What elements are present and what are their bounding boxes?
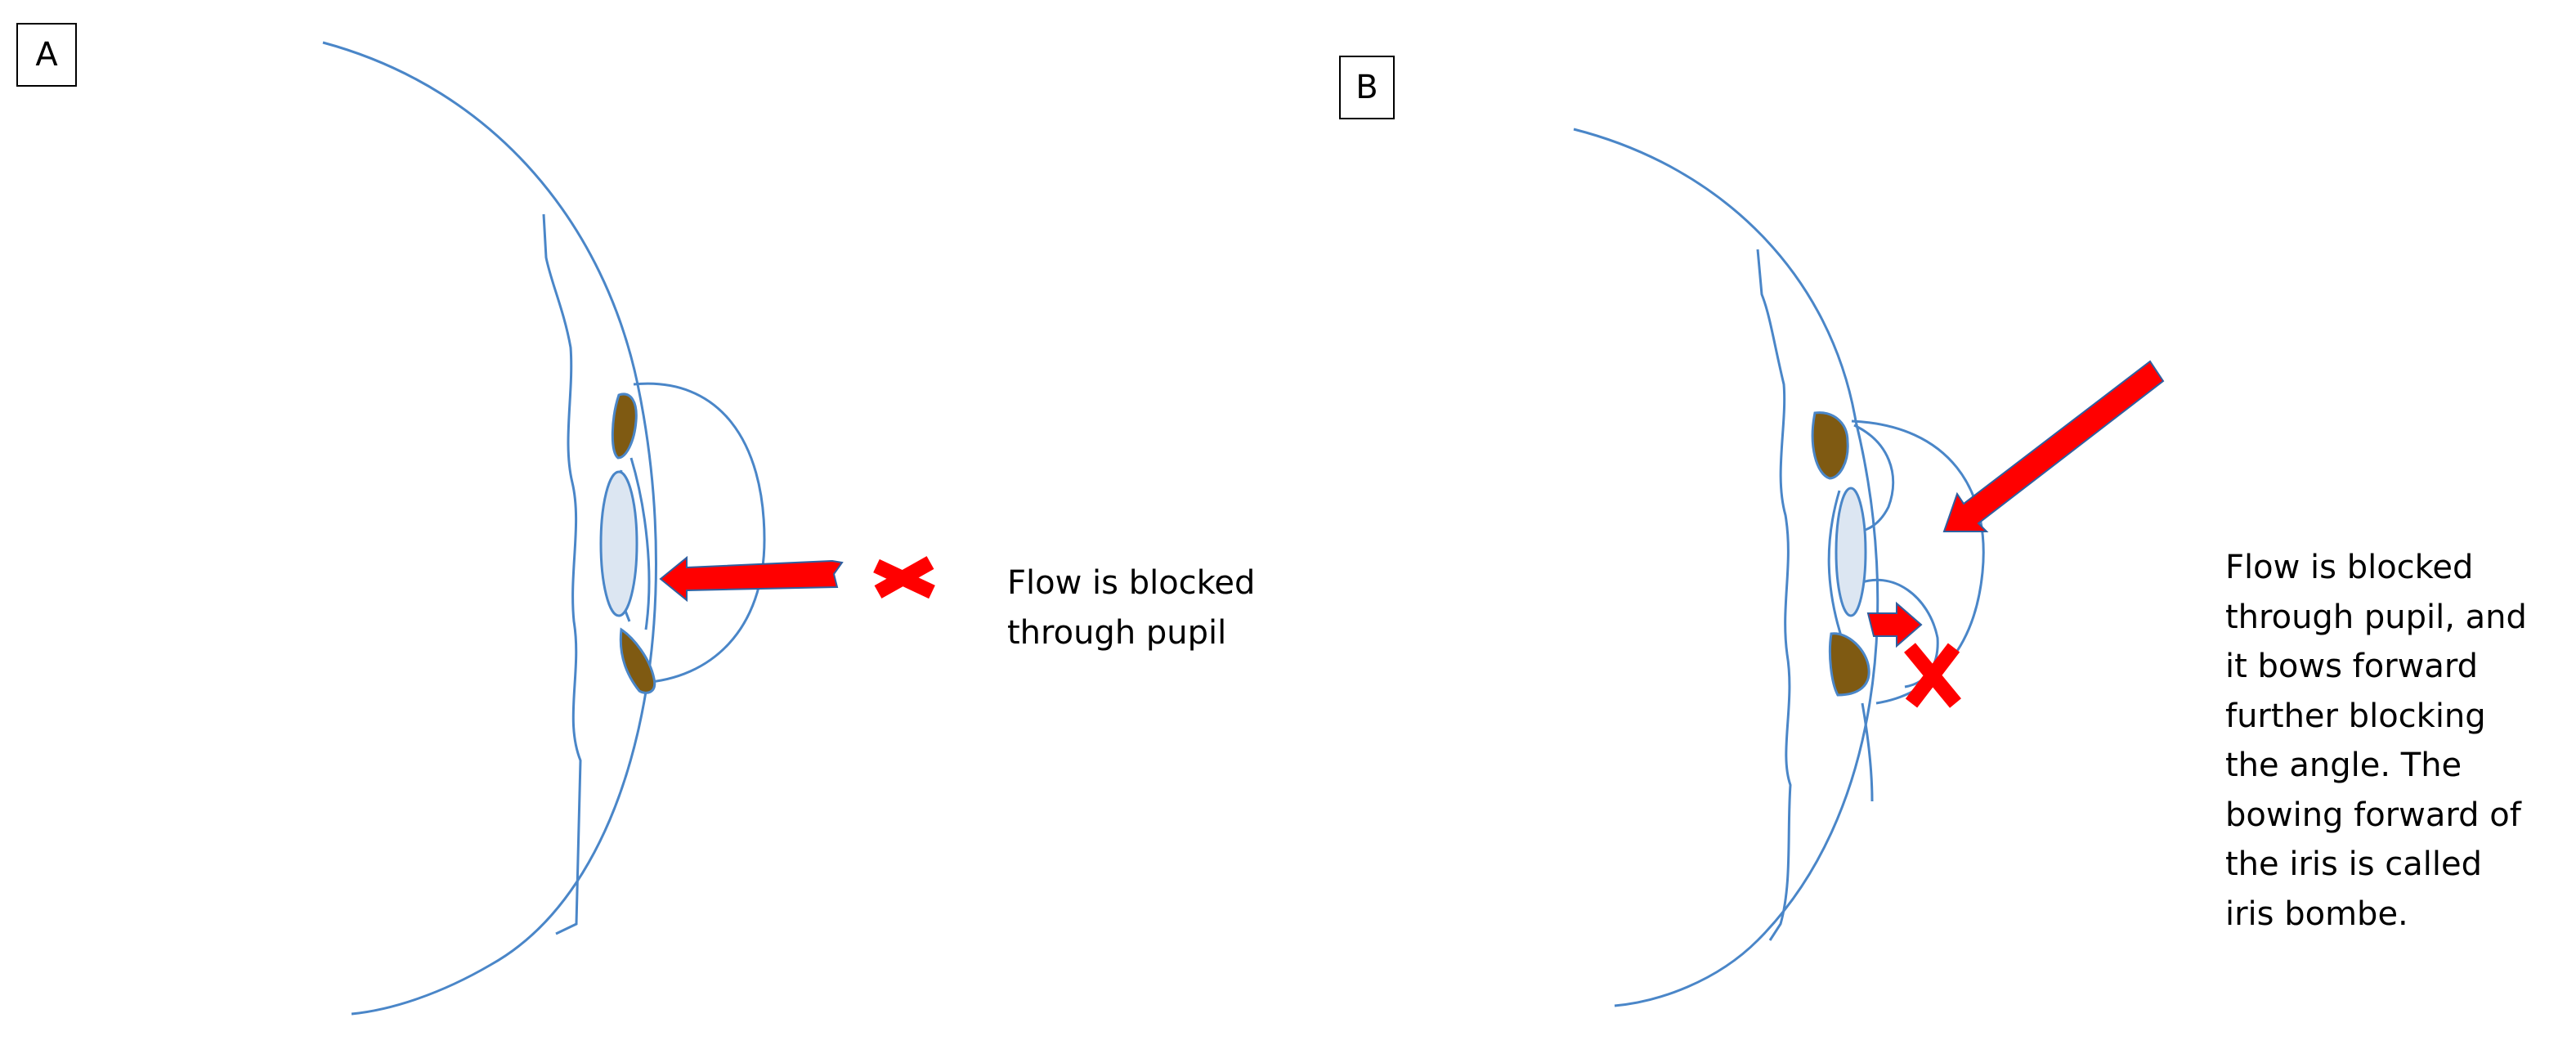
- panel-b-eyeball-outline: [1573, 128, 1879, 1007]
- panel-a-eyeball-outline: [322, 41, 657, 1016]
- panel-a-label: A: [16, 23, 77, 87]
- panel-a-eye: [322, 41, 766, 1016]
- panel-a-blocked-cross: [873, 556, 935, 599]
- panel-b-blocked-cross: [1904, 643, 1961, 708]
- panel-a-cornea-outline: [633, 382, 766, 684]
- panel-b-large-arrow: [1942, 360, 2165, 532]
- panel-b-lens: [1835, 487, 1867, 617]
- panel-b-caption: Flow is blocked through pupil, and it bo…: [2225, 549, 2527, 933]
- panel-b-ciliary-body: [1756, 249, 1792, 941]
- panel-b-iris-bulge-upper: [1853, 424, 1895, 533]
- panel-a-lens: [599, 470, 638, 617]
- panel-a-flow-arrow: [659, 555, 844, 603]
- panel-a-iris-line: [629, 457, 651, 630]
- panel-a-caption: Flow is blocked through pupil: [1007, 564, 1256, 652]
- panel-b-iris-upper: [1811, 411, 1849, 480]
- panel-b-eye: [1573, 128, 1985, 1007]
- panel-b-inner-line: [1827, 490, 1846, 647]
- panel-b-lower-line: [1861, 702, 1874, 802]
- panel-a-ciliary-body: [542, 213, 582, 935]
- panel-a-iris-lower: [619, 627, 656, 694]
- panel-a-iris-upper: [611, 392, 638, 460]
- panel-b-small-arrow: [1866, 601, 1923, 648]
- panel-b-iris-lower: [1828, 632, 1870, 697]
- panel-b-label: B: [1339, 56, 1395, 119]
